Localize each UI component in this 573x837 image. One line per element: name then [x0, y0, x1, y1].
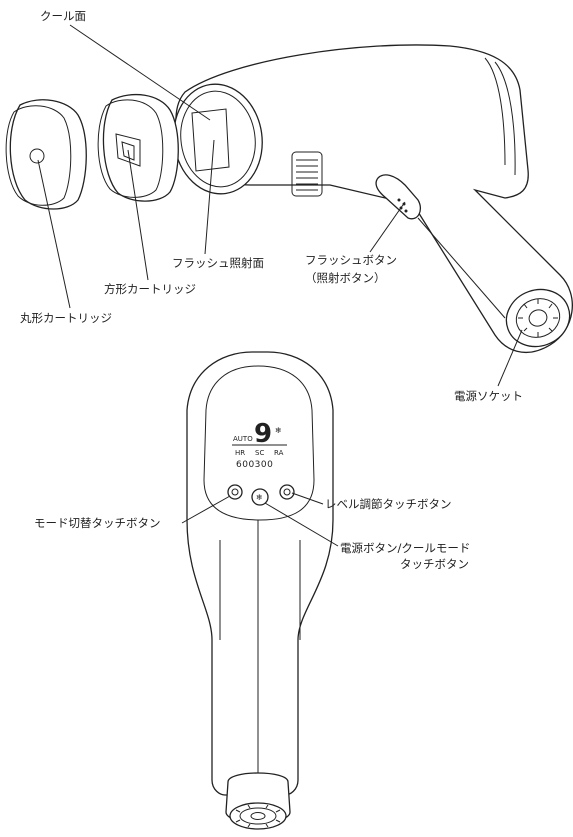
lcd-auto: AUTO: [233, 435, 253, 443]
power-socket-shape: [505, 288, 571, 348]
label-cool-surface: クール面: [40, 9, 86, 23]
lcd-display: AUTO 9 ❄ HR SC RA 600300: [232, 419, 287, 470]
lcd-mode-hr: HR: [235, 449, 245, 457]
mode-touch-button[interactable]: [227, 484, 243, 500]
power-cool-icon: ❄: [256, 493, 263, 502]
square-cartridge-shape: [97, 93, 179, 202]
label-mode-button: モード切替タッチボタン: [34, 516, 161, 530]
vent-grill: [291, 151, 323, 197]
label-power-button-1: 電源ボタン/クールモード: [340, 541, 470, 555]
level-touch-button[interactable]: [279, 484, 295, 500]
label-square-cartridge: 方形カートリッジ: [104, 282, 196, 296]
label-power-socket: 電源ソケット: [454, 389, 523, 403]
label-flash-button-2: （照射ボタン）: [305, 271, 386, 285]
top-annotations: クール面 フラッシュ照射面 フラッシュボタン （照射ボタン） 方形カートリッジ …: [20, 9, 523, 403]
bottom-socket-shape: [225, 772, 291, 830]
device-front-view: AUTO 9 ❄ HR SC RA 600300 ❄: [186, 351, 334, 830]
label-flash-surface: フラッシュ照射面: [172, 256, 264, 270]
lcd-level: 9: [254, 419, 272, 449]
bottom-annotations: レベル調節タッチボタン モード切替タッチボタン 電源ボタン/クールモード タッチ…: [34, 492, 470, 571]
label-round-cartridge: 丸形カートリッジ: [20, 311, 112, 325]
label-flash-button-1: フラッシュボタン: [305, 253, 397, 267]
label-power-button-2: タッチボタン: [400, 557, 469, 571]
power-touch-button[interactable]: ❄: [251, 488, 269, 506]
snowflake-icon: ❄: [275, 426, 282, 435]
device-side-view: [173, 44, 573, 354]
lcd-counter: 600300: [236, 460, 273, 470]
label-level-button: レベル調節タッチボタン: [325, 497, 452, 511]
round-cartridge-shape: [5, 99, 87, 210]
lcd-mode-ra: RA: [274, 449, 284, 457]
lcd-mode-sc: SC: [255, 449, 264, 457]
